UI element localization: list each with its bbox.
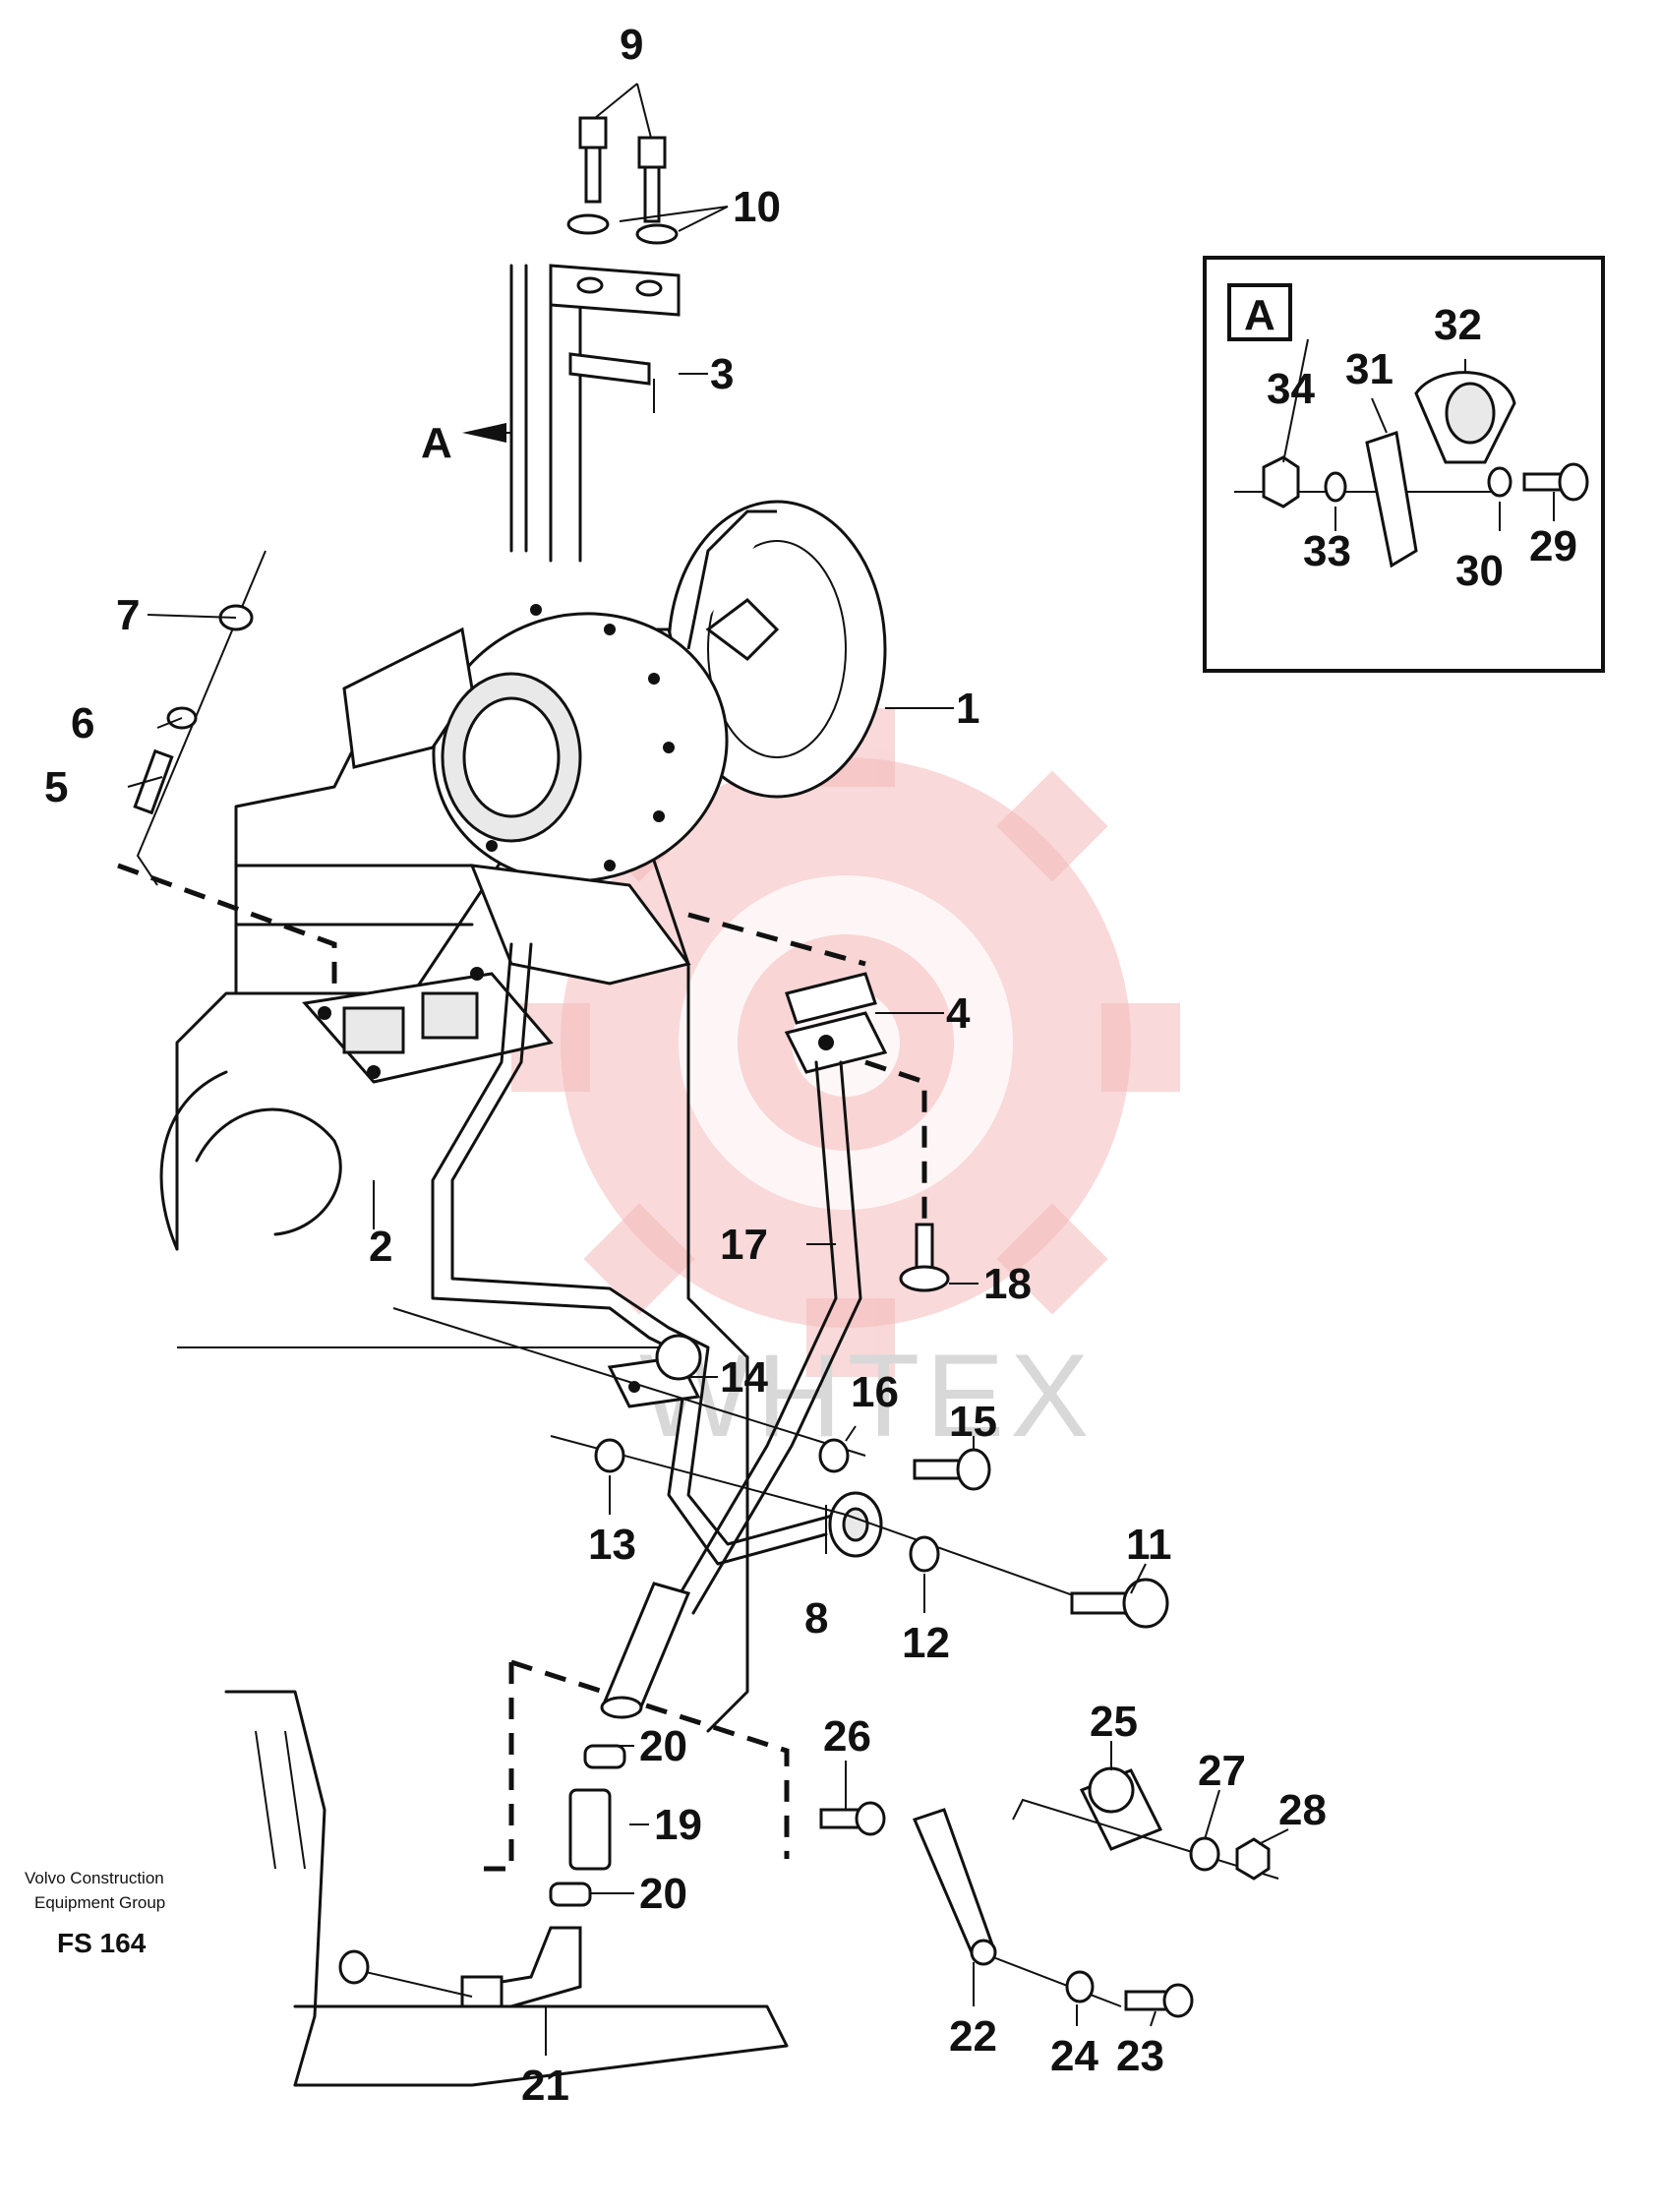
caption-line-2: Equipment Group	[34, 1893, 165, 1912]
detail-view-a	[1203, 256, 1605, 673]
callout-20b: 20	[639, 1870, 687, 1918]
callout-19: 19	[654, 1801, 702, 1849]
callout-23: 23	[1116, 2032, 1164, 2080]
callout-4: 4	[946, 989, 971, 1038]
part-23-bolt	[1124, 1983, 1194, 2018]
callout-11: 11	[1126, 1521, 1172, 1569]
part-11-bolt	[1070, 1578, 1169, 1629]
part-25-clamp	[1012, 1766, 1279, 1880]
part-28-nut	[1235, 1837, 1271, 1881]
callout-27: 27	[1198, 1747, 1246, 1795]
callout-17: 17	[720, 1221, 768, 1269]
oil-supply-pipe	[509, 264, 681, 563]
drain-parts-5-6-7	[133, 550, 267, 886]
callout-1: 1	[956, 685, 979, 733]
part-16-washer	[818, 1438, 850, 1473]
callout-14: 14	[720, 1353, 768, 1402]
part-26-bolt	[819, 1801, 886, 1836]
part-2-gasket	[302, 967, 554, 1084]
turbocharger	[342, 500, 887, 986]
oil-return-pipe-17	[667, 972, 888, 1615]
part-12-washer	[909, 1535, 940, 1573]
callout-7: 7	[116, 591, 140, 639]
leader-lines	[127, 83, 1289, 2056]
callout-21: 21	[521, 2062, 569, 2110]
callout-9: 9	[620, 21, 643, 69]
detail-callout-34: 34	[1267, 365, 1315, 413]
detail-callout-30: 30	[1455, 547, 1504, 595]
part-27-washer	[1189, 1836, 1220, 1872]
view-arrow-icon	[462, 423, 506, 443]
assembly-lines	[117, 863, 1152, 1872]
callout-10: 10	[733, 183, 781, 231]
callout-26: 26	[823, 1712, 871, 1761]
callout-2: 2	[369, 1223, 392, 1271]
watermark-text: WHTEX	[639, 1330, 1095, 1462]
view-arrow-label: A	[421, 419, 452, 467]
caption-line-1: Volvo Construction	[25, 1869, 164, 1887]
callout-28: 28	[1278, 1786, 1327, 1834]
detail-callout-33: 33	[1303, 527, 1351, 575]
part-15-bolt	[913, 1448, 991, 1491]
part-9-bolts	[578, 116, 667, 223]
part-14-clamp	[607, 1334, 702, 1408]
callout-3: 3	[710, 350, 734, 398]
figure-caption: Volvo Construction Equipment Group FS 16…	[25, 1869, 165, 1958]
callout-5: 5	[44, 763, 68, 811]
callout-13: 13	[588, 1521, 636, 1569]
part-24-washer	[992, 1956, 1122, 2007]
callout-18: 18	[983, 1260, 1032, 1308]
callout-20a: 20	[639, 1722, 687, 1770]
part-22-bracket	[912, 1808, 997, 1966]
callout-12: 12	[902, 1619, 950, 1667]
part-18-bolt	[864, 1059, 950, 1292]
part-13-washer	[594, 1438, 625, 1473]
figure-code: FS 164	[57, 1928, 147, 1958]
hose-parts-19-20-21	[338, 1582, 691, 2008]
callout-6: 6	[71, 699, 94, 747]
detail-view-letter: A	[1244, 291, 1275, 339]
detail-callout-32: 32	[1434, 301, 1482, 349]
callout-22: 22	[949, 2012, 997, 2061]
return-pipe-8	[431, 942, 883, 1566]
callout-labels: 1 2 3 4 5 6 7 8 9 10 11 12 13 14 15 16 1…	[44, 21, 1577, 2110]
callout-15: 15	[949, 1398, 997, 1446]
callout-8: 8	[804, 1594, 828, 1643]
part-10-washers	[566, 213, 679, 245]
detail-callout-31: 31	[1345, 345, 1393, 393]
callout-16: 16	[851, 1368, 899, 1416]
detail-callout-29: 29	[1529, 522, 1577, 570]
callout-24: 24	[1050, 2032, 1098, 2080]
callout-25: 25	[1090, 1698, 1138, 1746]
